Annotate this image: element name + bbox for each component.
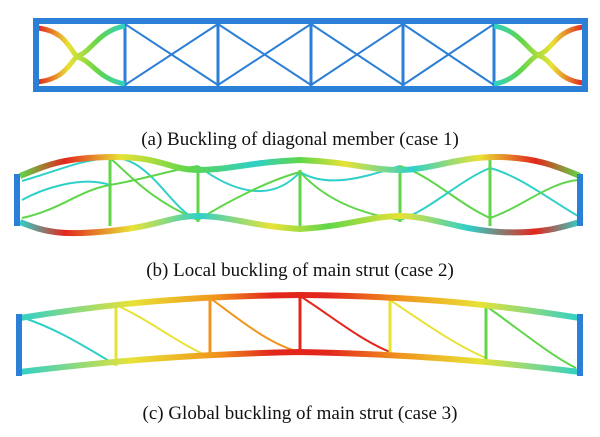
x-bracing <box>124 23 495 86</box>
top-chord <box>19 291 581 321</box>
right-end-post <box>577 314 583 376</box>
caption-b: (b) Local buckling of main strut (case 2… <box>146 260 454 281</box>
truss-panel-c <box>16 291 583 376</box>
bottom-chord <box>18 212 581 237</box>
verticals <box>108 158 492 228</box>
truss-panel-a <box>33 18 588 92</box>
verticals <box>114 296 488 366</box>
caption-a: (a) Buckling of diagonal member (case 1) <box>141 129 459 150</box>
buckled-diagonals-right <box>493 23 584 87</box>
left-end-post <box>14 174 20 226</box>
left-end-post <box>33 18 39 92</box>
top-chord <box>33 18 588 24</box>
truss-panel-b <box>14 153 583 237</box>
top-chord <box>18 153 582 179</box>
verticals <box>123 22 496 87</box>
bottom-chord <box>19 348 581 375</box>
diagonals <box>23 295 577 369</box>
right-end-post <box>582 18 588 92</box>
right-end-post <box>577 174 583 226</box>
left-end-post <box>16 314 22 376</box>
caption-c: (c) Global buckling of main strut (case … <box>142 403 458 424</box>
buckled-diagonals-left <box>37 23 126 87</box>
bottom-chord <box>33 86 588 92</box>
